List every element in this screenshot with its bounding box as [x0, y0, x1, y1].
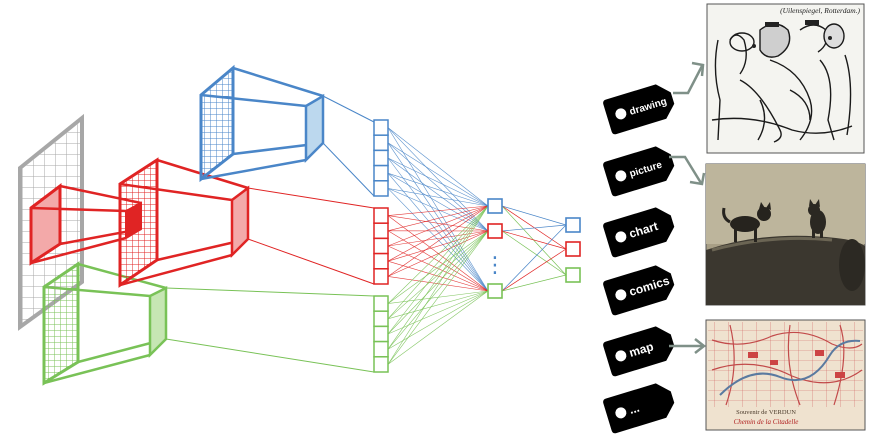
- output-neuron: [565, 267, 581, 283]
- blue-feature-map: [199, 64, 325, 183]
- fully-connected-lines: [387, 127, 567, 365]
- tag-more[interactable]: ...: [602, 380, 678, 434]
- cat-1: [722, 202, 771, 242]
- tag-to-image-arrows: [669, 61, 707, 354]
- neuron-columns: [373, 119, 581, 373]
- blue-flatten-neuron: [373, 164, 389, 182]
- map-caption-top: Souvenir de VERDUN: [736, 409, 796, 416]
- tag-shape: [603, 207, 675, 258]
- map-caption-bottom: Chemin de la Citadelle: [734, 418, 799, 426]
- cartoon-drawing-image: (Uilenspiegel, Rotterdam.): [706, 3, 865, 154]
- output-neuron: [565, 217, 581, 233]
- green-flatten-neuron: [373, 340, 389, 358]
- tag-map[interactable]: map: [602, 323, 678, 377]
- cats-photo-image: [705, 163, 866, 306]
- hidden-neuron: [487, 283, 503, 299]
- red-flatten-neuron: [373, 237, 389, 255]
- hidden-neuron: [487, 223, 503, 239]
- cat-2: [808, 199, 826, 238]
- tag-hole: [615, 231, 627, 243]
- blue-flatten-neuron: [373, 180, 389, 197]
- hidden-layer-ellipsis: ⋮: [484, 253, 506, 278]
- tag-hole: [615, 350, 627, 362]
- blue-flatten-neuron: [373, 149, 389, 167]
- blue-flatten-neuron: [373, 119, 389, 136]
- city-map-image: Souvenir de VERDUN Chemin de la Citadell…: [705, 319, 866, 431]
- red-flatten-neuron: [373, 207, 389, 224]
- map-arrow: [669, 338, 707, 354]
- green-flatten-neuron: [373, 295, 389, 312]
- tag-shape: [603, 84, 675, 135]
- blue-flatten-neuron: [373, 134, 389, 152]
- tag-drawing[interactable]: drawing: [602, 81, 678, 135]
- green-flatten-neuron: [373, 325, 389, 343]
- red-flatten-neuron: [373, 252, 389, 270]
- red-flatten-neuron: [373, 268, 389, 285]
- tag-label: map: [627, 339, 655, 360]
- drawing-caption: (Uilenspiegel, Rotterdam.): [780, 6, 860, 15]
- picture-arrow: [669, 155, 706, 186]
- green-feature-map: [42, 261, 168, 386]
- green-flatten-neuron: [373, 310, 389, 328]
- tag-shape: [603, 383, 675, 434]
- tag-shape: [603, 326, 675, 377]
- output-neuron: [565, 241, 581, 257]
- tag-label: ...: [627, 401, 641, 417]
- flatten-connections: [165, 95, 375, 373]
- red-flatten-neuron: [373, 222, 389, 240]
- tag-hole: [615, 407, 627, 419]
- tag-hole: [615, 289, 627, 301]
- tag-shape: [603, 146, 675, 197]
- tag-hole: [615, 108, 627, 120]
- green-flatten-neuron: [373, 356, 389, 373]
- hidden-neuron: [487, 198, 503, 214]
- tag-picture[interactable]: picture: [602, 143, 678, 197]
- red-feature-map: [118, 157, 250, 288]
- drawing-arrow: [673, 61, 705, 95]
- tag-chart[interactable]: chart: [602, 204, 678, 258]
- tag-shape: [603, 265, 675, 316]
- tag-comics[interactable]: comics: [602, 262, 678, 316]
- tag-hole: [615, 170, 627, 182]
